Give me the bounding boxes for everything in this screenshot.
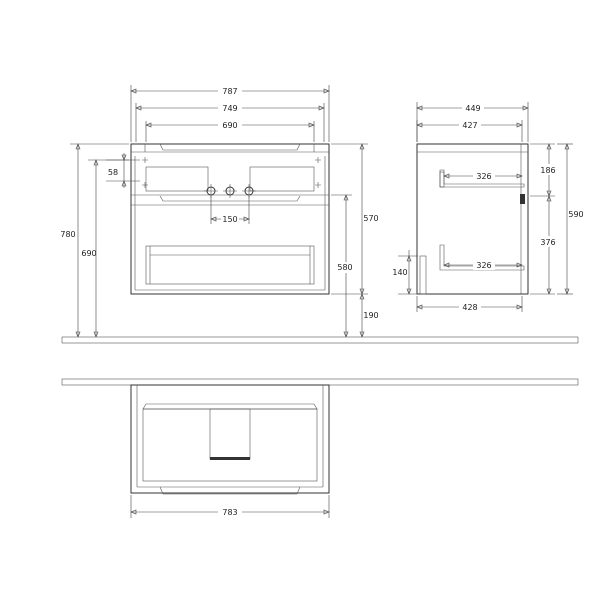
- label-749: 749: [222, 104, 237, 113]
- upper-drawer-left: [145, 166, 209, 192]
- label-376: 376: [540, 238, 555, 247]
- siphon-cutout: [209, 408, 251, 460]
- dim-376: 376: [530, 195, 557, 295]
- label-449: 449: [465, 104, 480, 113]
- lower-drawer: [145, 245, 315, 285]
- label-140: 140: [392, 268, 407, 277]
- dim-190: 190: [331, 293, 379, 338]
- dim-580: 580: [331, 194, 353, 338]
- side-view: 449 427 326 326: [392, 102, 584, 312]
- label-58: 58: [108, 168, 118, 177]
- dim-140: 140: [392, 250, 418, 295]
- label-590: 590: [568, 210, 583, 219]
- dim-427: 427: [416, 119, 523, 142]
- label-787: 787: [222, 87, 237, 96]
- label-690-vertical: 690: [81, 249, 96, 258]
- label-190: 190: [363, 311, 378, 320]
- mount-markers: [142, 157, 321, 188]
- label-690: 690: [222, 121, 237, 130]
- label-428: 428: [462, 303, 477, 312]
- top-view: 783: [130, 384, 330, 518]
- dim-783: 783: [130, 495, 330, 518]
- dim-428: 428: [416, 296, 523, 312]
- dim-780: 780: [60, 143, 129, 338]
- upper-drawer-right: [249, 166, 315, 192]
- dim-150: 150: [210, 196, 250, 224]
- front-view: 787 749 690 780: [60, 85, 379, 338]
- dim-186: 186: [530, 143, 557, 197]
- label-780: 780: [60, 230, 75, 239]
- label-427: 427: [462, 121, 477, 130]
- dim-449: 449: [416, 102, 529, 142]
- label-186: 186: [540, 166, 555, 175]
- dim-590: 590: [557, 143, 584, 295]
- label-580: 580: [337, 263, 352, 272]
- label-326-upper: 326: [476, 172, 491, 181]
- dim-58: 58: [106, 153, 140, 188]
- dim-690: 690: [145, 119, 315, 142]
- top-cabinet-outline: [130, 384, 330, 494]
- label-783: 783: [222, 508, 237, 517]
- front-cabinet-outline: [130, 143, 330, 295]
- dim-570: 570: [331, 143, 379, 295]
- label-150: 150: [222, 215, 237, 224]
- label-326-lower: 326: [476, 261, 491, 270]
- dim-690-vertical: 690: [81, 159, 129, 338]
- dim-326-lower: 326: [443, 259, 523, 270]
- wall-line: [61, 378, 579, 386]
- dim-787: 787: [130, 85, 330, 142]
- floor-line: [61, 336, 579, 344]
- dim-326-upper: 326: [443, 170, 523, 181]
- dim-749: 749: [135, 102, 325, 142]
- tap-hole-symbols: [204, 184, 256, 198]
- side-lower-drawer: [439, 244, 525, 271]
- side-cabinet-outline: [416, 143, 529, 295]
- label-570: 570: [363, 214, 378, 223]
